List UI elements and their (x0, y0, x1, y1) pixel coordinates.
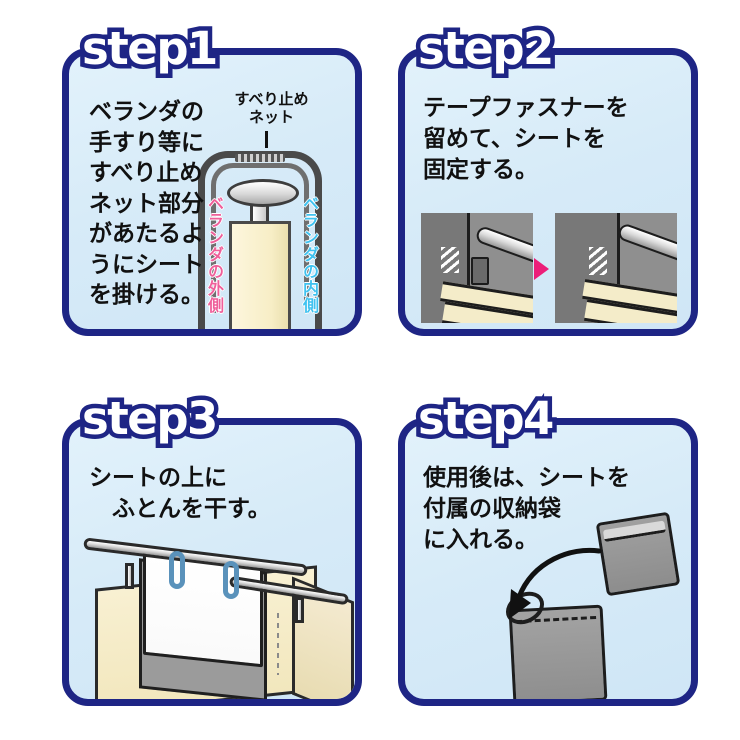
veranda-outside-label: ベランダの外側 (205, 195, 224, 314)
anti-slip-net-band-icon (235, 154, 285, 162)
step-3-badge: step3 (78, 392, 223, 446)
progress-arrow-icon (534, 258, 549, 280)
step-card-2-content: テープファスナーを 留めて、シートを 固定する。 (405, 55, 691, 329)
balcony-futon-illustration (77, 537, 355, 699)
step-4-badge: step4 (414, 392, 559, 446)
fastener-after-illustration (555, 213, 677, 323)
step-4-instruction-text: 使用後は、シートを 付属の収納袋 に入れる。 (423, 465, 630, 553)
tape-fastener-icon (471, 257, 489, 285)
railing-post-right (295, 597, 304, 623)
step-card-4: 使用後は、シートを 付属の収納袋 に入れる。 (398, 418, 698, 706)
futon-clip-left (169, 551, 185, 589)
step-2-badge: step2 (414, 22, 559, 76)
step-2-instruction-text: テープファスナーを 留めて、シートを 固定する。 (423, 95, 629, 183)
step-1-badge: step1 (78, 22, 223, 76)
callout-leader-line (265, 131, 268, 148)
stitch-marks (589, 247, 607, 275)
futon-clip-right (223, 561, 239, 599)
step-card-1: ベランダの 手すり等に すべり止め ネット部分 があたるよ うにシート を掛ける… (62, 48, 362, 336)
step-3-instruction-text: シートの上に ふとんを干す。 (89, 465, 271, 523)
fastener-before-illustration (421, 213, 533, 323)
folded-sheet-icon (595, 511, 681, 597)
step-1-instruction-text: ベランダの 手すり等に すべり止め ネット部分 があたるよ うにシート を掛ける… (89, 99, 204, 309)
sheet-drape-inner-outline-icon (211, 163, 309, 313)
curved-down-arrow-icon (509, 547, 602, 619)
step-card-3: シートの上に ふとんを干す。 (62, 418, 362, 706)
step-card-2: テープファスナーを 留めて、シートを 固定する。 (398, 48, 698, 336)
railing-post-left (125, 563, 134, 589)
veranda-inside-label: ベランダの内側 (300, 195, 319, 314)
hidden-edge-dashes (277, 613, 279, 675)
step-card-3-content: シートの上に ふとんを干す。 (69, 425, 355, 699)
railing-cap-icon (227, 179, 299, 207)
stitch-marks (441, 247, 459, 273)
step-card-1-content: ベランダの 手すり等に すべり止め ネット部分 があたるよ うにシート を掛ける… (69, 55, 355, 329)
anti-slip-net-callout-label: すべり止め ネット (234, 90, 309, 126)
step-card-4-content: 使用後は、シートを 付属の収納袋 に入れる。 (405, 425, 691, 699)
balcony-panel-icon (229, 221, 291, 329)
